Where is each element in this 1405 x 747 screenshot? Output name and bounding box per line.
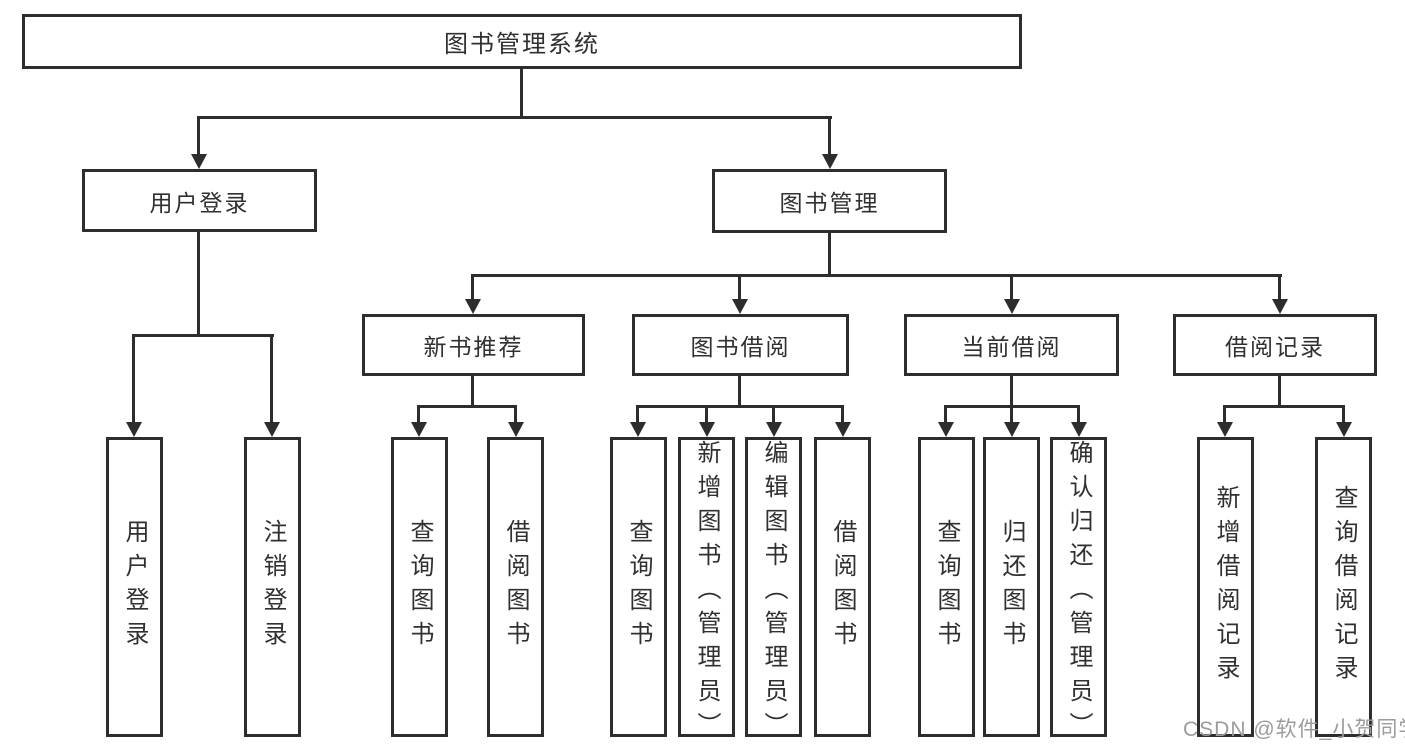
connector-stem	[197, 116, 200, 156]
connector-stem	[417, 405, 420, 424]
arrowhead-down	[938, 422, 954, 437]
connector-stem	[1278, 376, 1281, 407]
arrowhead-down	[822, 154, 838, 169]
arrowhead-down	[835, 422, 851, 437]
arrowhead-down	[411, 422, 427, 437]
arrowhead-down	[126, 422, 142, 437]
arrowhead-down	[1071, 422, 1087, 437]
leaf-edit-books-admin: 编辑图书（管理员）	[745, 437, 802, 746]
leaf-query-books-current: 查询图书	[918, 437, 975, 737]
leaf-query-books-borrowing: 查询图书	[610, 437, 667, 737]
arrowhead-down	[191, 154, 207, 169]
connector-rail	[1223, 405, 1345, 408]
connector-stem	[1278, 274, 1281, 301]
connector-stem	[514, 405, 517, 424]
arrowhead-down	[1004, 422, 1020, 437]
arrowhead-down	[732, 299, 748, 314]
arrowhead-down	[465, 299, 481, 314]
connector-stem	[944, 405, 947, 424]
arrowhead-down	[1336, 422, 1352, 437]
arrowhead-down	[766, 422, 782, 437]
arrowhead-down	[264, 422, 280, 437]
connector-stem	[132, 334, 135, 424]
connector-stem	[1223, 405, 1226, 424]
connector-stem	[738, 376, 741, 407]
arrowhead-down	[1272, 299, 1288, 314]
connector-stem	[828, 233, 831, 276]
connector-stem	[270, 334, 273, 424]
connector-stem	[636, 405, 639, 424]
connector-stem	[471, 376, 474, 407]
arrowhead-down	[1217, 422, 1233, 437]
node-user-login: 用户登录	[82, 169, 317, 232]
leaf-query-books-recommend: 查询图书	[391, 437, 448, 737]
leaf-logout: 注销登录	[244, 437, 301, 737]
node-root: 图书管理系统	[22, 14, 1022, 69]
leaf-borrow-books-borrowing: 借阅图书	[814, 437, 871, 737]
connector-stem	[1077, 405, 1080, 424]
leaf-query-borrow-record: 查询借阅记录	[1315, 437, 1372, 737]
connector-rail	[417, 405, 517, 408]
arrowhead-down	[699, 422, 715, 437]
connector-stem	[772, 405, 775, 424]
connector-stem	[738, 274, 741, 301]
leaf-return-books: 归还图书	[983, 437, 1040, 737]
connector-stem	[471, 274, 474, 301]
leaf-add-books-admin: 新增图书（管理员）	[678, 437, 735, 746]
node-book-borrowing: 图书借阅	[632, 314, 849, 376]
connector-stem	[520, 69, 523, 118]
node-book-management: 图书管理	[712, 169, 947, 233]
node-current-borrowing: 当前借阅	[904, 314, 1119, 376]
connector-stem	[1010, 405, 1013, 424]
connector-stem	[1010, 376, 1013, 407]
leaf-confirm-return-admin: 确认归还（管理员）	[1050, 437, 1107, 746]
connector-stem	[197, 232, 200, 336]
connector-stem	[705, 405, 708, 424]
connector-rail	[197, 116, 832, 119]
arrowhead-down	[630, 422, 646, 437]
connector-rail	[132, 334, 274, 337]
arrowhead-down	[1004, 299, 1020, 314]
node-borrowing-records: 借阅记录	[1173, 314, 1377, 376]
connector-stem	[1342, 405, 1345, 424]
watermark-text: CSDN @软件_小贺同学	[1183, 718, 1405, 741]
node-new-book-recommend: 新书推荐	[362, 314, 585, 376]
arrowhead-down	[508, 422, 524, 437]
leaf-add-borrow-record: 新增借阅记录	[1197, 437, 1254, 737]
connector-rail	[636, 405, 844, 408]
connector-stem	[828, 116, 831, 156]
connector-rail	[471, 274, 1282, 277]
leaf-borrow-books-recommend: 借阅图书	[487, 437, 544, 737]
connector-stem	[841, 405, 844, 424]
connector-stem	[1010, 274, 1013, 301]
leaf-user-login: 用户登录	[106, 437, 163, 737]
